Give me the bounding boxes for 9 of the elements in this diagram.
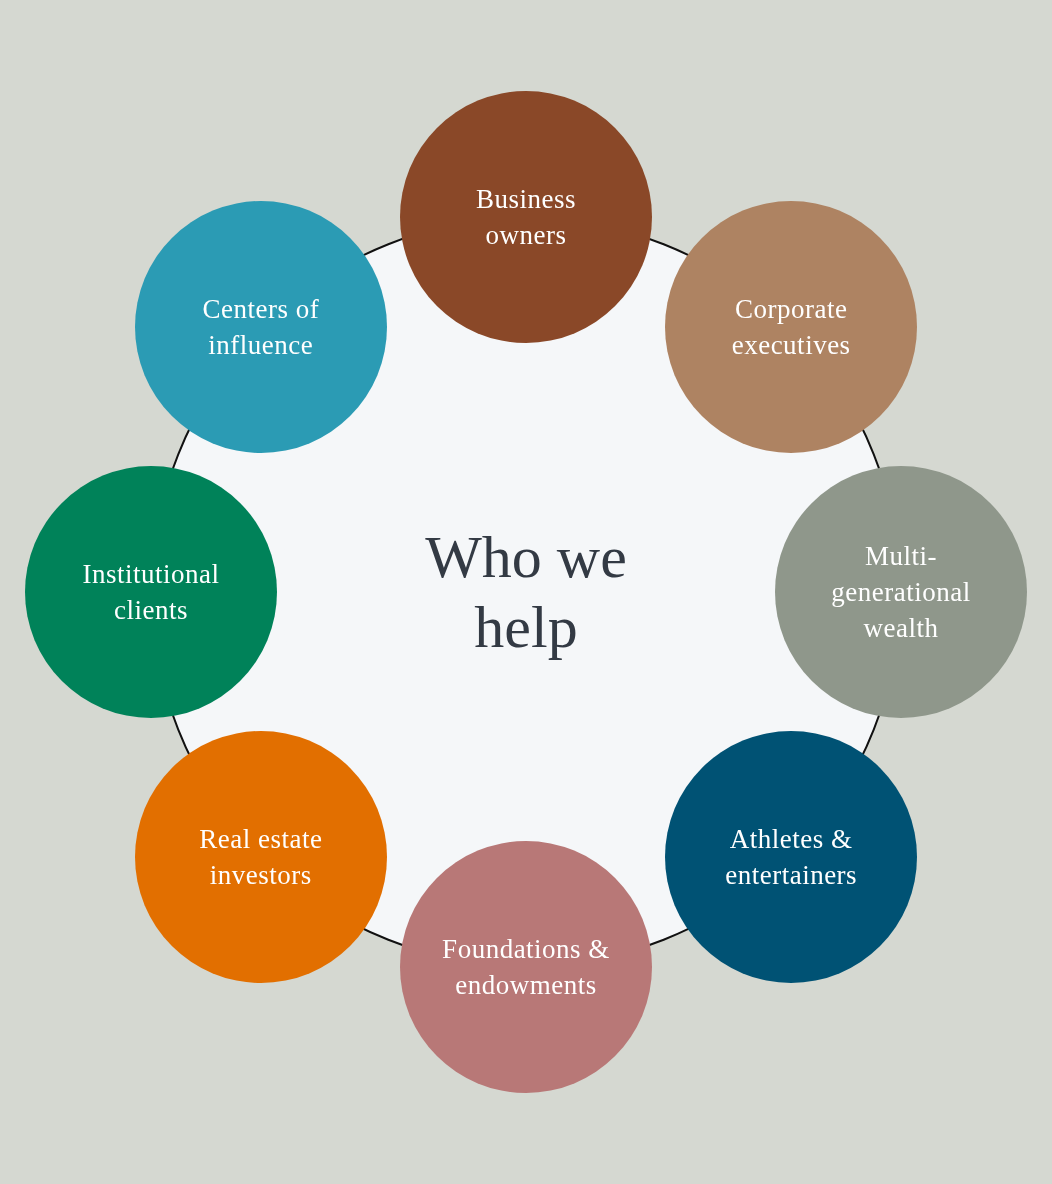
circle-label: Foundations & endowments [441,933,611,1002]
circle-label: Institutional clients [81,558,221,627]
circle-label: Athletes & entertainers [724,823,859,893]
center-title: Who we help [424,523,628,662]
circle-label: Business owners [475,183,577,252]
circle-label: Centers of influence [201,292,321,362]
circle-label: Corporate executives [730,292,852,362]
circle-label: Real estate investors [198,823,324,893]
circle-label: Multi-generational wealth [830,540,972,645]
